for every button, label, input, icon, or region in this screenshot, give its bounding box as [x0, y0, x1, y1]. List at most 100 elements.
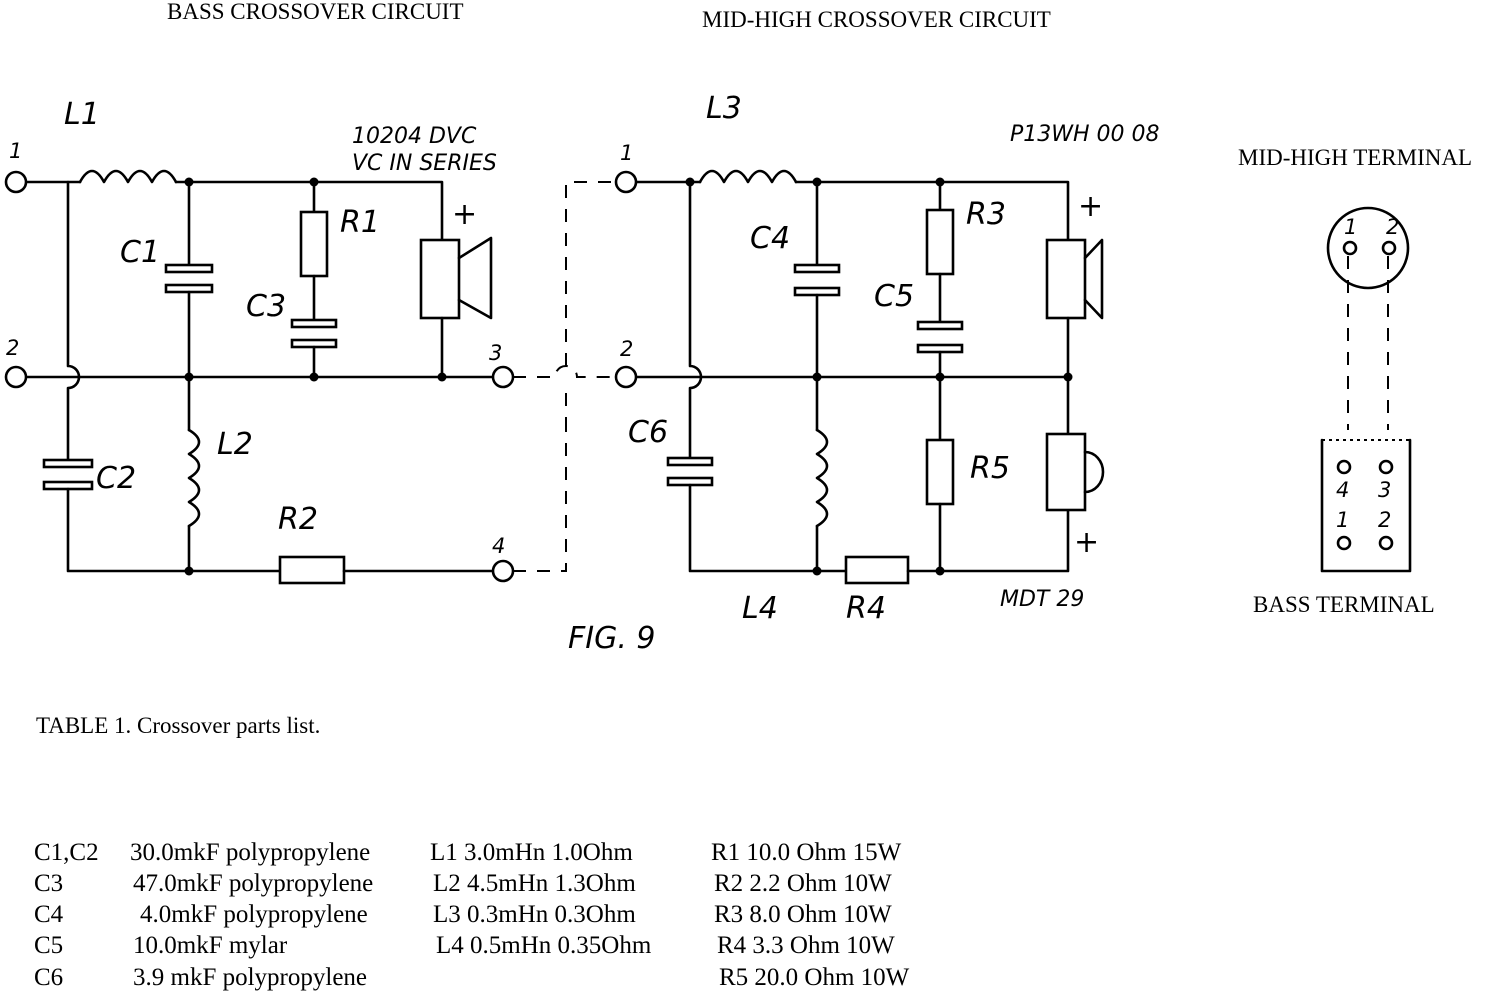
inductor-spec: L2 4.5mHn 1.3Ohm [433, 870, 636, 897]
bass-left-vertical [66, 180, 81, 462]
mh-left-vertical [688, 180, 703, 460]
bottom-pin-1-label: 1 [1336, 508, 1349, 532]
tweeter-plus-sign: + [1074, 525, 1099, 560]
bottom-pin-2-label: 2 [1378, 508, 1391, 532]
cap-ref: C4 [34, 901, 64, 928]
bass-terminal-4-label: 4 [492, 534, 505, 558]
bass-connector-box [1320, 438, 1412, 573]
bass-terminal-4 [491, 559, 515, 583]
bass-crossover [4, 169, 515, 585]
junction-dot [935, 372, 945, 382]
junction-dot [935, 177, 945, 187]
inductor-L1 [78, 169, 178, 184]
label-R4: R4 [846, 591, 886, 626]
handwritten-labels: L1 C1 R1 C3 C2 L2 R2 L3 C4 R3 C5 C6 R5 L… [6, 91, 1399, 656]
midhigh-pin-2 [1381, 240, 1397, 256]
junction-dot [812, 177, 822, 187]
woofer-wiring-label: VC IN SERIES [352, 151, 497, 176]
inductor-L3 [698, 169, 798, 184]
capacitor-C5-plate-a [916, 320, 964, 331]
junction-dot [812, 372, 822, 382]
woofer-speaker-cone [457, 236, 493, 320]
label-L3: L3 [706, 91, 742, 126]
junction-dot [184, 566, 194, 576]
cap-ref: C5 [34, 932, 63, 959]
resistor-spec: R4 3.3 Ohm 10W [717, 932, 895, 959]
resistor-R3 [925, 208, 955, 276]
figure-label: FIG. 9 [568, 621, 656, 656]
label-C4: C4 [750, 221, 790, 256]
woofer-model-label: 10204 DVC [352, 124, 477, 149]
bass-terminal-3 [491, 365, 515, 389]
tweeter-body [1045, 432, 1087, 512]
inductor-L4 [815, 428, 829, 528]
bass-pin-3 [1378, 459, 1394, 475]
cap-spec: 10.0mkF mylar [133, 932, 288, 959]
midhigh-connector-circle [1326, 206, 1410, 290]
junction-dot [309, 177, 319, 187]
bass-terminal-2 [4, 365, 28, 389]
junction-dot [437, 372, 447, 382]
bottom-pin-4-label: 4 [1336, 478, 1349, 502]
bass-terminal-3-label: 3 [489, 341, 502, 365]
parts-table: TABLE 1. Crossover parts list. C1,C2 C3 … [34, 713, 910, 991]
link-dash-4 [513, 430, 567, 572]
midhigh-terminal-2 [614, 365, 638, 389]
cap-spec: 30.0mkF polypropylene [130, 839, 370, 866]
resistor-R5 [925, 438, 955, 506]
resistor-spec: R2 2.2 Ohm 10W [714, 870, 892, 897]
resistor-spec: R3 8.0 Ohm 10W [714, 901, 892, 928]
midhigh-circuit-heading: MID-HIGH CROSSOVER CIRCUIT [702, 7, 1051, 32]
midhigh-terminal-1-label: 1 [620, 141, 633, 165]
bass-circuit-heading: BASS CROSSOVER CIRCUIT [167, 0, 464, 24]
label-C2: C2 [96, 461, 136, 496]
bass-top-wire-b [174, 180, 444, 242]
top-pin-1-label: 1 [1344, 215, 1357, 239]
cap-spec: 47.0mkF polypropylene [133, 870, 373, 897]
link-dash-3 [513, 365, 616, 378]
resistor-R2 [278, 555, 346, 585]
inductor-L2 [187, 428, 201, 528]
junction-dot [935, 566, 945, 576]
junction-dot [184, 177, 194, 187]
label-R1: R1 [340, 205, 380, 240]
mid-speaker-cone [1083, 238, 1104, 320]
mid-speaker-body [1045, 238, 1087, 320]
connector-diagram [1320, 206, 1412, 573]
woofer-plus-sign: + [452, 197, 477, 232]
midhigh-pin-1 [1342, 240, 1358, 256]
label-C5: C5 [874, 279, 914, 314]
midhigh-crossover [614, 169, 1105, 585]
midhigh-terminal-2-label: 2 [620, 337, 633, 361]
junction-dot [1063, 372, 1073, 382]
junction-dot [184, 372, 194, 382]
top-pin-2-label: 2 [1386, 215, 1399, 239]
inductor-spec: L3 0.3mHn 0.3Ohm [433, 901, 636, 928]
bass-bottom-wire-a [66, 487, 282, 573]
mh-bottom-wire-a [688, 483, 848, 573]
midhigh-terminal-1 [614, 170, 638, 194]
mh-top-wire-b [794, 180, 1070, 242]
cap-spec: 3.9 mkF polypropylene [133, 964, 367, 991]
bottom-pin-3-label: 3 [1378, 478, 1391, 502]
bass-terminal-1-label: 1 [9, 139, 22, 163]
junction-dot [309, 372, 319, 382]
mh-bottom-wire-b [906, 508, 1070, 573]
label-R5: R5 [970, 451, 1010, 486]
resistor-spec: R1 10.0 Ohm 15W [711, 839, 902, 866]
tweeter-model-label: MDT 29 [1000, 587, 1084, 612]
link-dash-1 [565, 181, 616, 366]
label-C3: C3 [246, 289, 286, 324]
capacitor-C4-plate-a [793, 263, 841, 274]
bass-terminal-heading: BASS TERMINAL [1253, 592, 1435, 617]
junction-dot [685, 177, 695, 187]
label-R2: R2 [278, 502, 318, 537]
bass-terminal-1 [4, 170, 28, 194]
cap-ref: C1,C2 [34, 839, 99, 866]
cap-spec: 4.0mkF polypropylene [140, 901, 368, 928]
resistor-R4 [844, 555, 910, 585]
midhigh-terminal-heading: MID-HIGH TERMINAL [1238, 145, 1472, 170]
bass-pin-2 [1378, 535, 1394, 551]
resistor-R1 [299, 210, 329, 278]
